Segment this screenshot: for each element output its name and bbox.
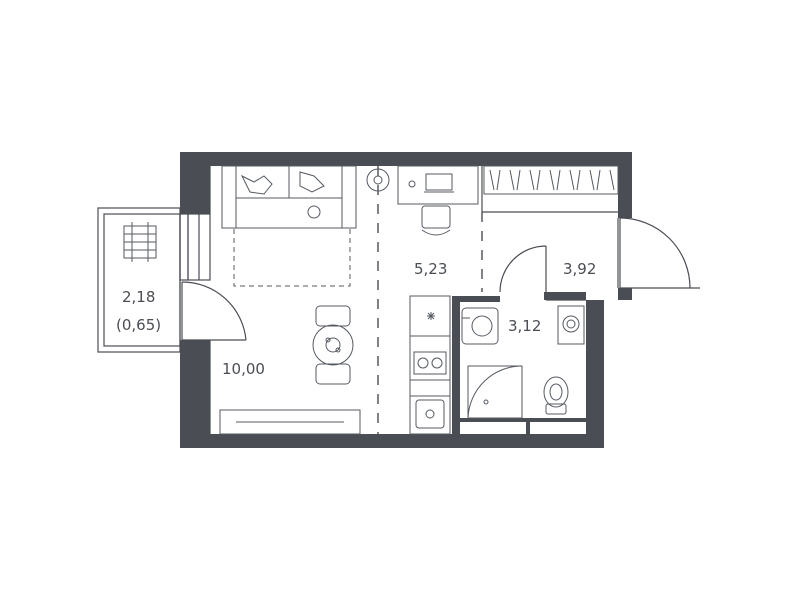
dining-table-icon — [312, 305, 354, 385]
living-room-area: 10,00 — [222, 360, 265, 378]
toilet-icon — [543, 376, 569, 415]
kitchen-counter — [409, 295, 451, 435]
balcony — [97, 207, 247, 353]
rug-outline — [233, 227, 351, 287]
thin-lines — [209, 166, 619, 434]
bathroom-door — [499, 245, 547, 293]
chair-icon — [421, 205, 451, 236]
entrance-door — [619, 217, 700, 289]
interior-walls — [452, 292, 590, 434]
exterior-walls — [180, 152, 632, 448]
hallway-area: 3,92 — [563, 260, 596, 278]
sofa-icon — [221, 165, 357, 229]
balcony-area: 2,18 — [122, 288, 155, 306]
lamp-icon — [366, 168, 390, 192]
tv-stand-icon — [219, 409, 361, 435]
washing-machine-icon — [557, 305, 585, 345]
bathroom-area: 3,12 — [508, 317, 541, 335]
shower-tray-icon — [467, 365, 523, 419]
sink-icon — [415, 399, 445, 429]
fridge-icon — [427, 312, 435, 320]
washbasin-icon — [461, 307, 499, 345]
wardrobe-icon — [483, 165, 619, 195]
drying-rack-icon — [123, 222, 157, 262]
desk-icon — [397, 165, 479, 205]
stove-icon — [413, 351, 447, 375]
balcony-reduced-area: (0,65) — [116, 316, 161, 334]
kitchen-area: 5,23 — [414, 260, 447, 278]
